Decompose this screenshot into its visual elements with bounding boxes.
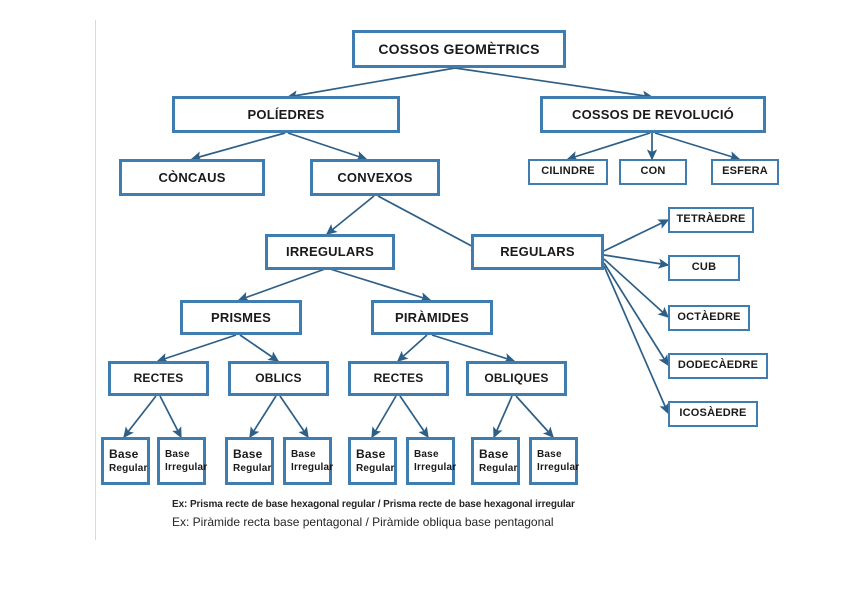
node-tetraedre[interactable]: TETRÀEDRE: [668, 207, 754, 233]
leaf-line-2: Irregular: [291, 462, 334, 473]
arrow-regular-to-tetrahedron: [603, 219, 670, 252]
node-prismes-oblics[interactable]: OBLICS: [228, 361, 329, 396]
leaf-line-1: Base: [165, 448, 190, 460]
caption-prisma-example: Ex: Prisma recte de base hexagonal regul…: [172, 499, 575, 510]
arrow-prisms-right-to-base-regular: [123, 395, 157, 439]
node-regulars[interactable]: REGULARS: [471, 234, 604, 270]
leaf-line-2: Regular: [356, 463, 395, 475]
leaf-line-2: Irregular: [537, 462, 580, 473]
arrow-pyramids-oblique-to-base-irregular: [515, 395, 554, 439]
node-concaus[interactable]: CÒNCAUS: [119, 159, 265, 196]
leaf-prismes-rectes-base-irregular[interactable]: Base Irregular: [157, 437, 208, 485]
node-cossos-geometrics[interactable]: COSSOS GEOMÈTRICS: [352, 30, 566, 68]
arrow-pyramids-right-to-base-irregular: [399, 395, 429, 439]
node-prismes[interactable]: PRISMES: [180, 300, 302, 335]
leaf-piramides-rectes-base-irregular[interactable]: Base Irregular: [406, 437, 457, 485]
node-piramides[interactable]: PIRÀMIDES: [371, 300, 493, 335]
arrow-regular-to-cube: [603, 254, 670, 269]
leaf-piramides-obliques-base-regular[interactable]: Base Regular: [471, 437, 520, 485]
arrow-prisms-oblique-to-base-irregular: [279, 395, 309, 439]
arrow-pyramids-right-to-base-regular: [371, 395, 397, 439]
arrow-irregular-to-prisms: [237, 268, 326, 302]
node-poliedres[interactable]: POLÍEDRES: [172, 96, 400, 133]
arrow-revolution-to-cylinder: [566, 132, 651, 161]
leaf-line-1: Base: [479, 447, 509, 462]
arrow-regular-to-octahedron: [603, 258, 670, 318]
leaf-piramides-rectes-base-regular[interactable]: Base Regular: [348, 437, 397, 485]
arrow-polyhedra-to-convex: [287, 132, 368, 161]
leaf-prismes-oblics-base-irregular[interactable]: Base Irregular: [283, 437, 334, 485]
node-octaedre[interactable]: OCTÀEDRE: [668, 305, 750, 331]
node-icosaedre[interactable]: ICOSÀEDRE: [668, 401, 758, 427]
leaf-line-2: Regular: [479, 463, 518, 475]
leaf-line-1: Base: [109, 447, 139, 462]
arrow-convex-to-irregular: [325, 195, 375, 235]
arrow-polyhedra-to-concave: [190, 132, 286, 162]
leaf-prismes-rectes-base-regular[interactable]: Base Regular: [101, 437, 150, 485]
leaf-prismes-oblics-base-regular[interactable]: Base Regular: [225, 437, 274, 485]
node-esfera[interactable]: ESFERA: [711, 159, 779, 185]
arrow-root-to-polyhedra: [286, 67, 456, 101]
node-con[interactable]: CON: [619, 159, 687, 185]
arrow-revolution-to-sphere: [654, 132, 741, 162]
node-piramides-rectes[interactable]: RECTES: [348, 361, 449, 396]
node-piramides-obliques[interactable]: OBLIQUES: [466, 361, 567, 396]
leaf-piramides-obliques-base-irregular[interactable]: Base Irregular: [529, 437, 580, 485]
leaf-line-1: Base: [291, 448, 316, 460]
node-convexos[interactable]: CONVEXOS: [310, 159, 440, 196]
arrow-irregular-to-pyramids: [329, 268, 432, 303]
node-irregulars[interactable]: IRREGULARS: [265, 234, 395, 270]
arrow-root-to-revolution: [454, 67, 654, 101]
node-cub[interactable]: CUB: [668, 255, 740, 281]
arrow-prisms-oblique-to-base-regular: [249, 395, 277, 439]
leaf-line-1: Base: [414, 448, 439, 460]
leaf-line-1: Base: [356, 447, 386, 462]
node-prismes-rectes[interactable]: RECTES: [108, 361, 209, 396]
node-cossos-de-revolucio[interactable]: COSSOS DE REVOLUCIÓ: [540, 96, 766, 133]
node-cilindre[interactable]: CILINDRE: [528, 159, 608, 185]
caption-piramide-example: Ex: Piràmide recta base pentagonal / Pir…: [172, 515, 554, 529]
arrow-prisms-to-oblique: [239, 334, 280, 362]
arrow-regular-to-icosahedron: [603, 265, 669, 415]
leaf-line-2: Irregular: [414, 462, 457, 473]
leaf-line-2: Irregular: [165, 462, 208, 473]
arrow-regular-to-dodecahedron: [603, 262, 669, 367]
arrow-prisms-to-right: [156, 334, 237, 363]
arrow-pyramids-to-oblique: [431, 334, 516, 363]
leaf-line-2: Regular: [233, 463, 272, 475]
leaf-line-1: Base: [233, 447, 263, 462]
arrow-prisms-right-to-base-irregular: [159, 395, 182, 439]
arrow-pyramids-to-right: [396, 334, 428, 362]
arrow-pyramids-oblique-to-base-regular: [493, 395, 513, 439]
leaf-line-2: Regular: [109, 463, 148, 475]
left-margin-rule: [95, 20, 96, 540]
node-dodecaedre[interactable]: DODECÀEDRE: [668, 353, 768, 379]
leaf-line-1: Base: [537, 448, 562, 460]
